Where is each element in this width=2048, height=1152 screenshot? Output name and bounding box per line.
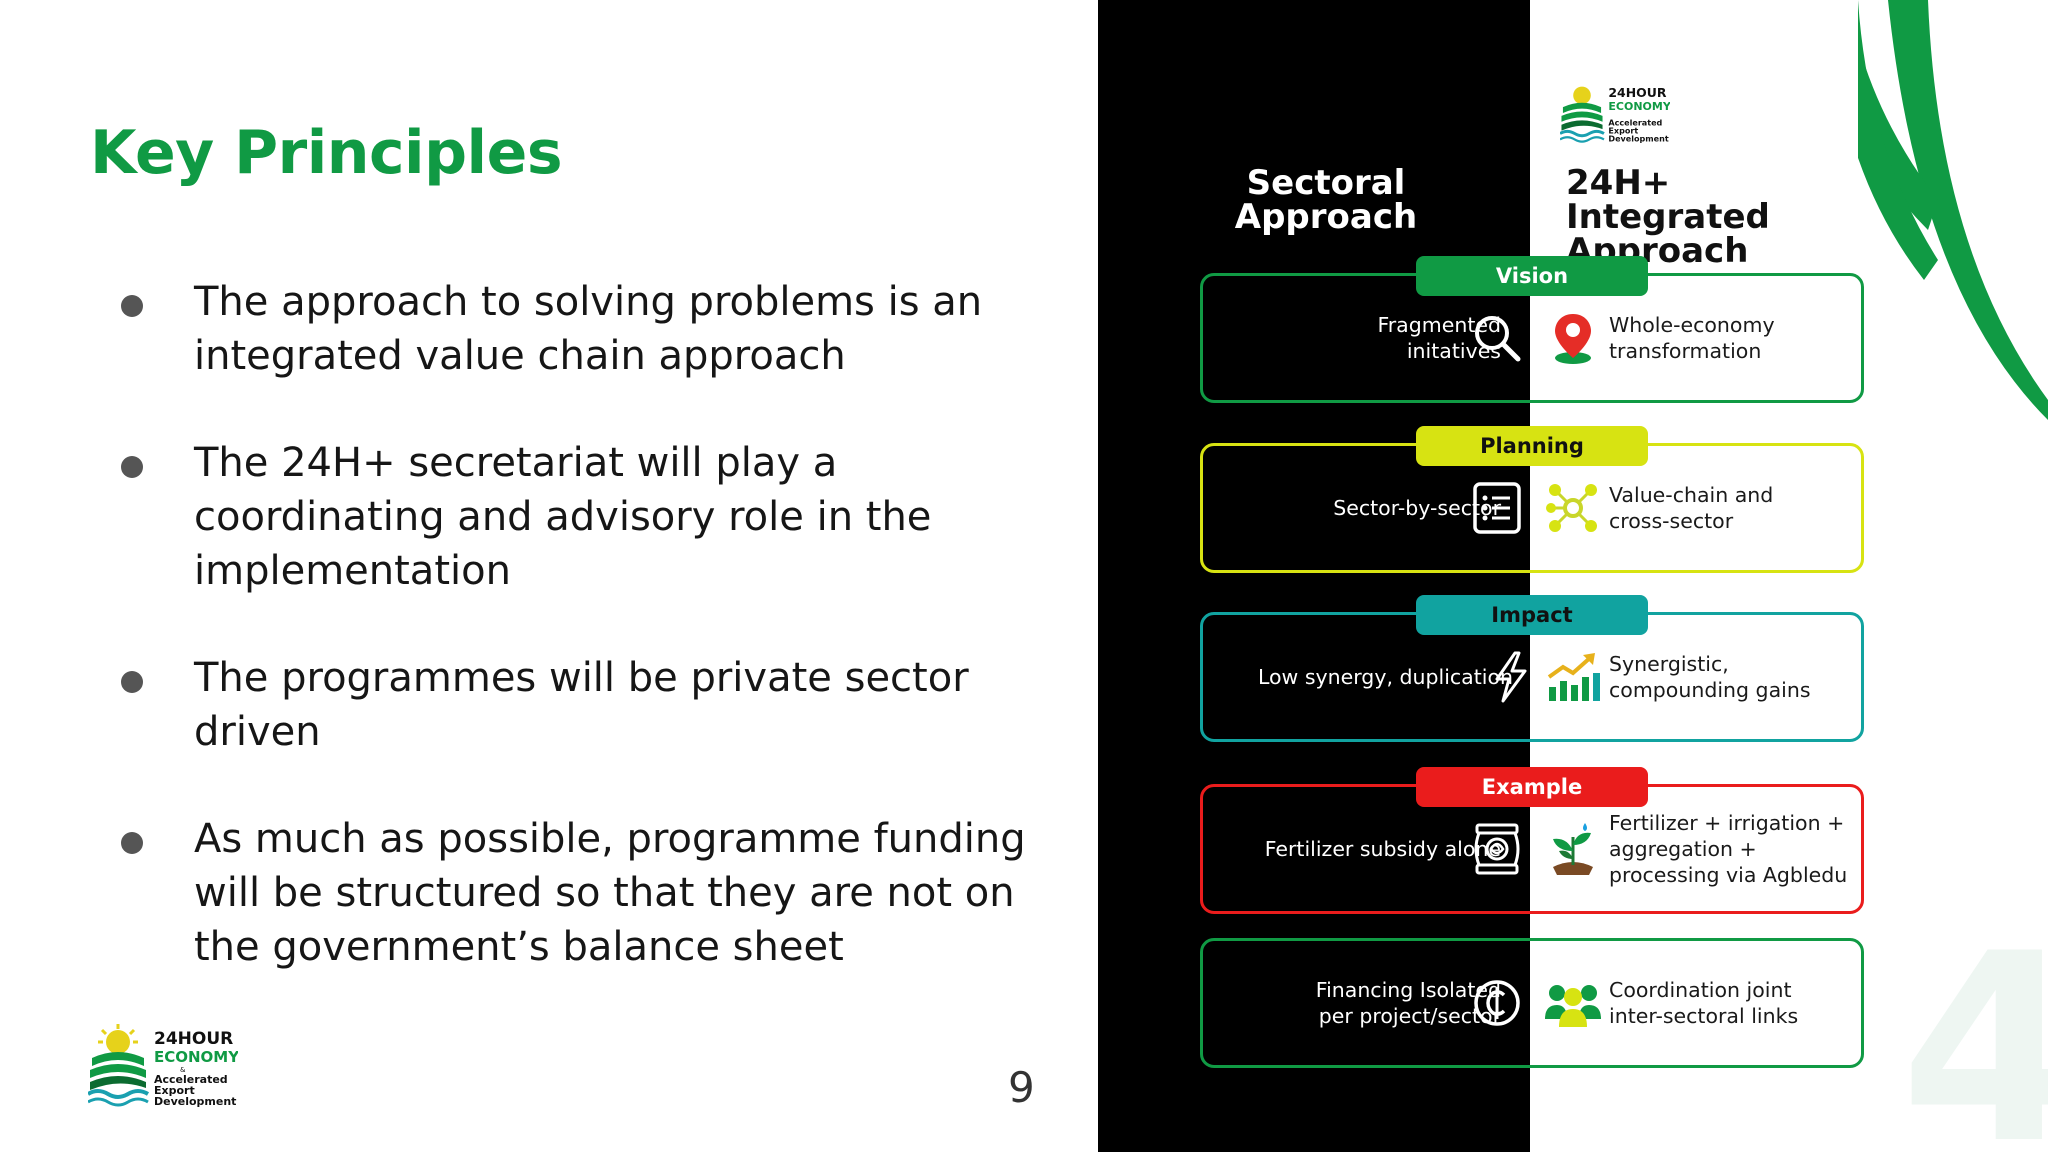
row-label-vision: Vision: [1416, 256, 1648, 296]
logo-line-4: Accelerated: [1608, 118, 1662, 127]
magnifier-icon: [1475, 316, 1521, 362]
bullet-dot-icon: [121, 295, 143, 317]
sectoral-text: Financing Isolated per project/sector: [1315, 978, 1501, 1028]
fertilizer-bag-icon: [1474, 823, 1520, 875]
logo-line-6: Development: [1608, 135, 1668, 144]
logo-line-5: Export: [154, 1084, 195, 1097]
bullet-text: The programmes will be private sector dr…: [194, 655, 969, 755]
growth-chart-icon: [1547, 653, 1600, 701]
checklist-icon: [1473, 482, 1521, 534]
people-group-icon: [1545, 985, 1601, 1027]
integrated-text: Value-chain and cross-sector: [1609, 483, 1774, 533]
integrated-text: Whole-economy transformation: [1609, 313, 1775, 363]
bullet-item: The programmes will be private sector dr…: [110, 651, 990, 759]
bullet-item: The approach to solving problems is an i…: [110, 275, 990, 383]
cedi-coin-icon: [1474, 980, 1520, 1026]
sectoral-text: Low synergy, duplication: [1257, 665, 1513, 689]
logo-emblem-icon: [86, 1024, 150, 1107]
slide-title: Key Principles: [90, 118, 563, 188]
logo-line-5: Export: [1608, 127, 1638, 136]
sectoral-text: Sector-by-sector: [1333, 496, 1501, 520]
watermark-digit: 4: [1900, 899, 2048, 1152]
bullet-dot-icon: [121, 456, 143, 478]
comparison-row-financing: Financing Isolated per project/sector Co…: [1200, 938, 1864, 1068]
bullet-text: The 24H+ secretariat will play a coordin…: [194, 440, 932, 594]
page-number: 9: [1008, 1063, 1035, 1112]
decorative-arcs: [1858, 0, 2048, 420]
network-icon: [1546, 484, 1597, 532]
bullet-item: As much as possible, programme funding w…: [110, 812, 1040, 974]
logo-line-3: &: [180, 1066, 186, 1074]
row-label-impact: Impact: [1416, 595, 1648, 635]
map-pin-icon: [1555, 314, 1591, 364]
integrated-text: Synergistic, compounding gains: [1609, 652, 1811, 702]
economy-logo: 24HOUR ECONOMY & Accelerated Export Deve…: [86, 1024, 240, 1112]
logo-line-1: 24HOUR: [154, 1029, 233, 1049]
bullet-dot-icon: [121, 832, 143, 854]
comparison-row-vision: Vision Fragmented initatives Whole-econo…: [1200, 256, 1864, 403]
bullet-text: As much as possible, programme funding w…: [194, 816, 1026, 970]
infographic-black-panel: [1098, 0, 1530, 1152]
economy-logo-small: 24HOUR ECONOMY Accelerated Export Develo…: [1559, 82, 1672, 148]
lightning-icon: [1495, 651, 1527, 703]
row-label-example: Example: [1416, 767, 1648, 807]
bullet-item: The 24H+ secretariat will play a coordin…: [110, 436, 970, 598]
bullet-dot-icon: [121, 671, 143, 693]
comparison-row-impact: Impact Low synergy, duplication Synergis…: [1200, 595, 1864, 742]
logo-line-4: Accelerated: [154, 1073, 228, 1086]
sectoral-approach-heading: Sectoral Approach: [1234, 163, 1418, 237]
logo-line-6: Development: [154, 1095, 236, 1108]
comparison-row-planning: Planning Sector-by-sector Value-chain an…: [1200, 426, 1864, 573]
logo-line-2: ECONOMY: [154, 1048, 238, 1066]
integrated-text: Fertilizer + irrigation + aggregation + …: [1609, 811, 1848, 887]
integrated-text: Coordination joint inter-sectoral links: [1609, 978, 1799, 1028]
logo-line-2: ECONOMY: [1608, 100, 1670, 113]
seedling-icon: [1553, 823, 1593, 875]
logo-emblem-icon: [1559, 86, 1605, 143]
bullet-list: The approach to solving problems is an i…: [110, 275, 1040, 1027]
sectoral-text: Fertilizer subsidy alone: [1264, 837, 1501, 861]
bullet-text: The approach to solving problems is an i…: [194, 279, 983, 379]
comparison-row-example: Example Fertilizer subsidy alone Fertili…: [1200, 767, 1864, 914]
integrated-approach-heading: 24H+ Integrated Approach: [1566, 163, 1770, 271]
logo-line-1: 24HOUR: [1608, 85, 1666, 100]
row-label-planning: Planning: [1416, 426, 1648, 466]
